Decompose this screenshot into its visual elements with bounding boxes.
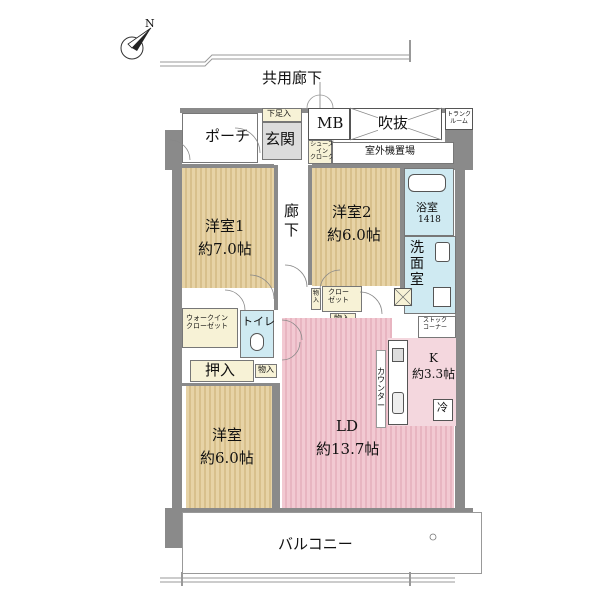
porch — [182, 113, 258, 163]
balcony — [182, 512, 482, 574]
hallway — [278, 165, 310, 310]
room3-name: 洋室 — [212, 426, 243, 444]
sink-icon — [435, 242, 450, 262]
shoes-in-closet — [308, 140, 332, 164]
partition — [400, 168, 404, 288]
compass-icon — [120, 27, 152, 60]
outdoor-unit-label: 室外機置場 — [365, 146, 415, 157]
shoe-storage — [262, 108, 302, 122]
ld-name: LD — [336, 417, 358, 435]
balcony-label: バルコニー — [278, 535, 353, 553]
wall — [165, 130, 181, 170]
stock-corner-label: ストック コーナー — [423, 317, 448, 331]
kitchen-sink-icon — [392, 392, 404, 414]
fridge-label: 冷 — [437, 401, 448, 414]
railing-top — [160, 40, 411, 67]
shoes-in-closet-label: シューズ イン クローク — [310, 141, 335, 162]
partition — [308, 165, 312, 285]
shoe-storage-label: 下足入 — [267, 109, 291, 118]
room1-name: 洋室1 — [205, 217, 245, 235]
toilet-label: トイレ — [242, 315, 275, 328]
storage-small-1 — [311, 288, 321, 310]
walk-in-closet-label: ウォークイン クローゼット — [186, 314, 228, 330]
western-room-2 — [312, 168, 402, 286]
walk-in-closet — [182, 308, 238, 348]
entrance — [262, 122, 302, 160]
toilet-icon — [250, 333, 264, 351]
washing-machine-icon — [433, 287, 451, 307]
western-room-3 — [186, 386, 272, 508]
bathtub-icon — [408, 174, 446, 192]
void-label: 吹抜 — [378, 114, 409, 132]
partition — [182, 164, 274, 168]
partition — [274, 165, 278, 310]
living-dining — [282, 318, 392, 508]
ld-size: 約13.7帖 — [316, 440, 380, 458]
trunk-room-label: トランク ルーム — [447, 111, 472, 125]
stove-icon — [392, 348, 404, 362]
kitchen-size: 約3.3帖 — [412, 367, 456, 381]
compass: N — [115, 17, 165, 68]
closet — [322, 286, 362, 312]
western-room-1 — [182, 168, 274, 288]
partition — [182, 383, 277, 386]
porch-label: ポーチ — [205, 127, 251, 145]
balcony-pillar — [165, 508, 185, 548]
kitchen-name: K — [429, 351, 438, 365]
storage-3 — [255, 364, 277, 378]
trunk-room — [445, 108, 473, 130]
storage-3-label: 物入 — [258, 365, 274, 374]
balcony-wall — [165, 508, 465, 512]
wall — [455, 130, 465, 525]
partition — [272, 383, 280, 508]
fridge-space — [433, 399, 453, 421]
room1-size: 約7.0帖 — [198, 240, 252, 258]
living-dining-extension — [392, 425, 454, 508]
wall — [172, 130, 182, 525]
washroom-label: 洗 面 室 — [410, 240, 424, 289]
oshiire — [190, 360, 254, 382]
common-corridor-label: 共用廊下 — [262, 69, 323, 87]
outdoor-unit-space — [332, 142, 454, 164]
mb — [308, 108, 350, 140]
partition — [312, 164, 452, 168]
north-label: N — [145, 17, 155, 30]
room3-size: 約6.0帖 — [200, 449, 254, 467]
oshiire-label: 押入 — [205, 361, 236, 379]
room2-size: 約6.0帖 — [327, 226, 381, 244]
storage-small-1-label: 物 入 — [313, 290, 320, 304]
counter-label: カ ウ ン タ ー — [377, 367, 385, 410]
bathroom-size: 1418 — [418, 215, 441, 225]
stock-corner — [418, 316, 456, 338]
entrance-label: 玄関 — [265, 130, 296, 148]
mb-label: MB — [317, 114, 344, 132]
room2-name: 洋室2 — [332, 203, 372, 221]
counter — [376, 350, 386, 428]
hallway-label: 廊 下 — [284, 202, 300, 239]
closet-label: クロー ゼット — [328, 288, 349, 304]
bathroom-name: 浴室 — [416, 201, 438, 214]
